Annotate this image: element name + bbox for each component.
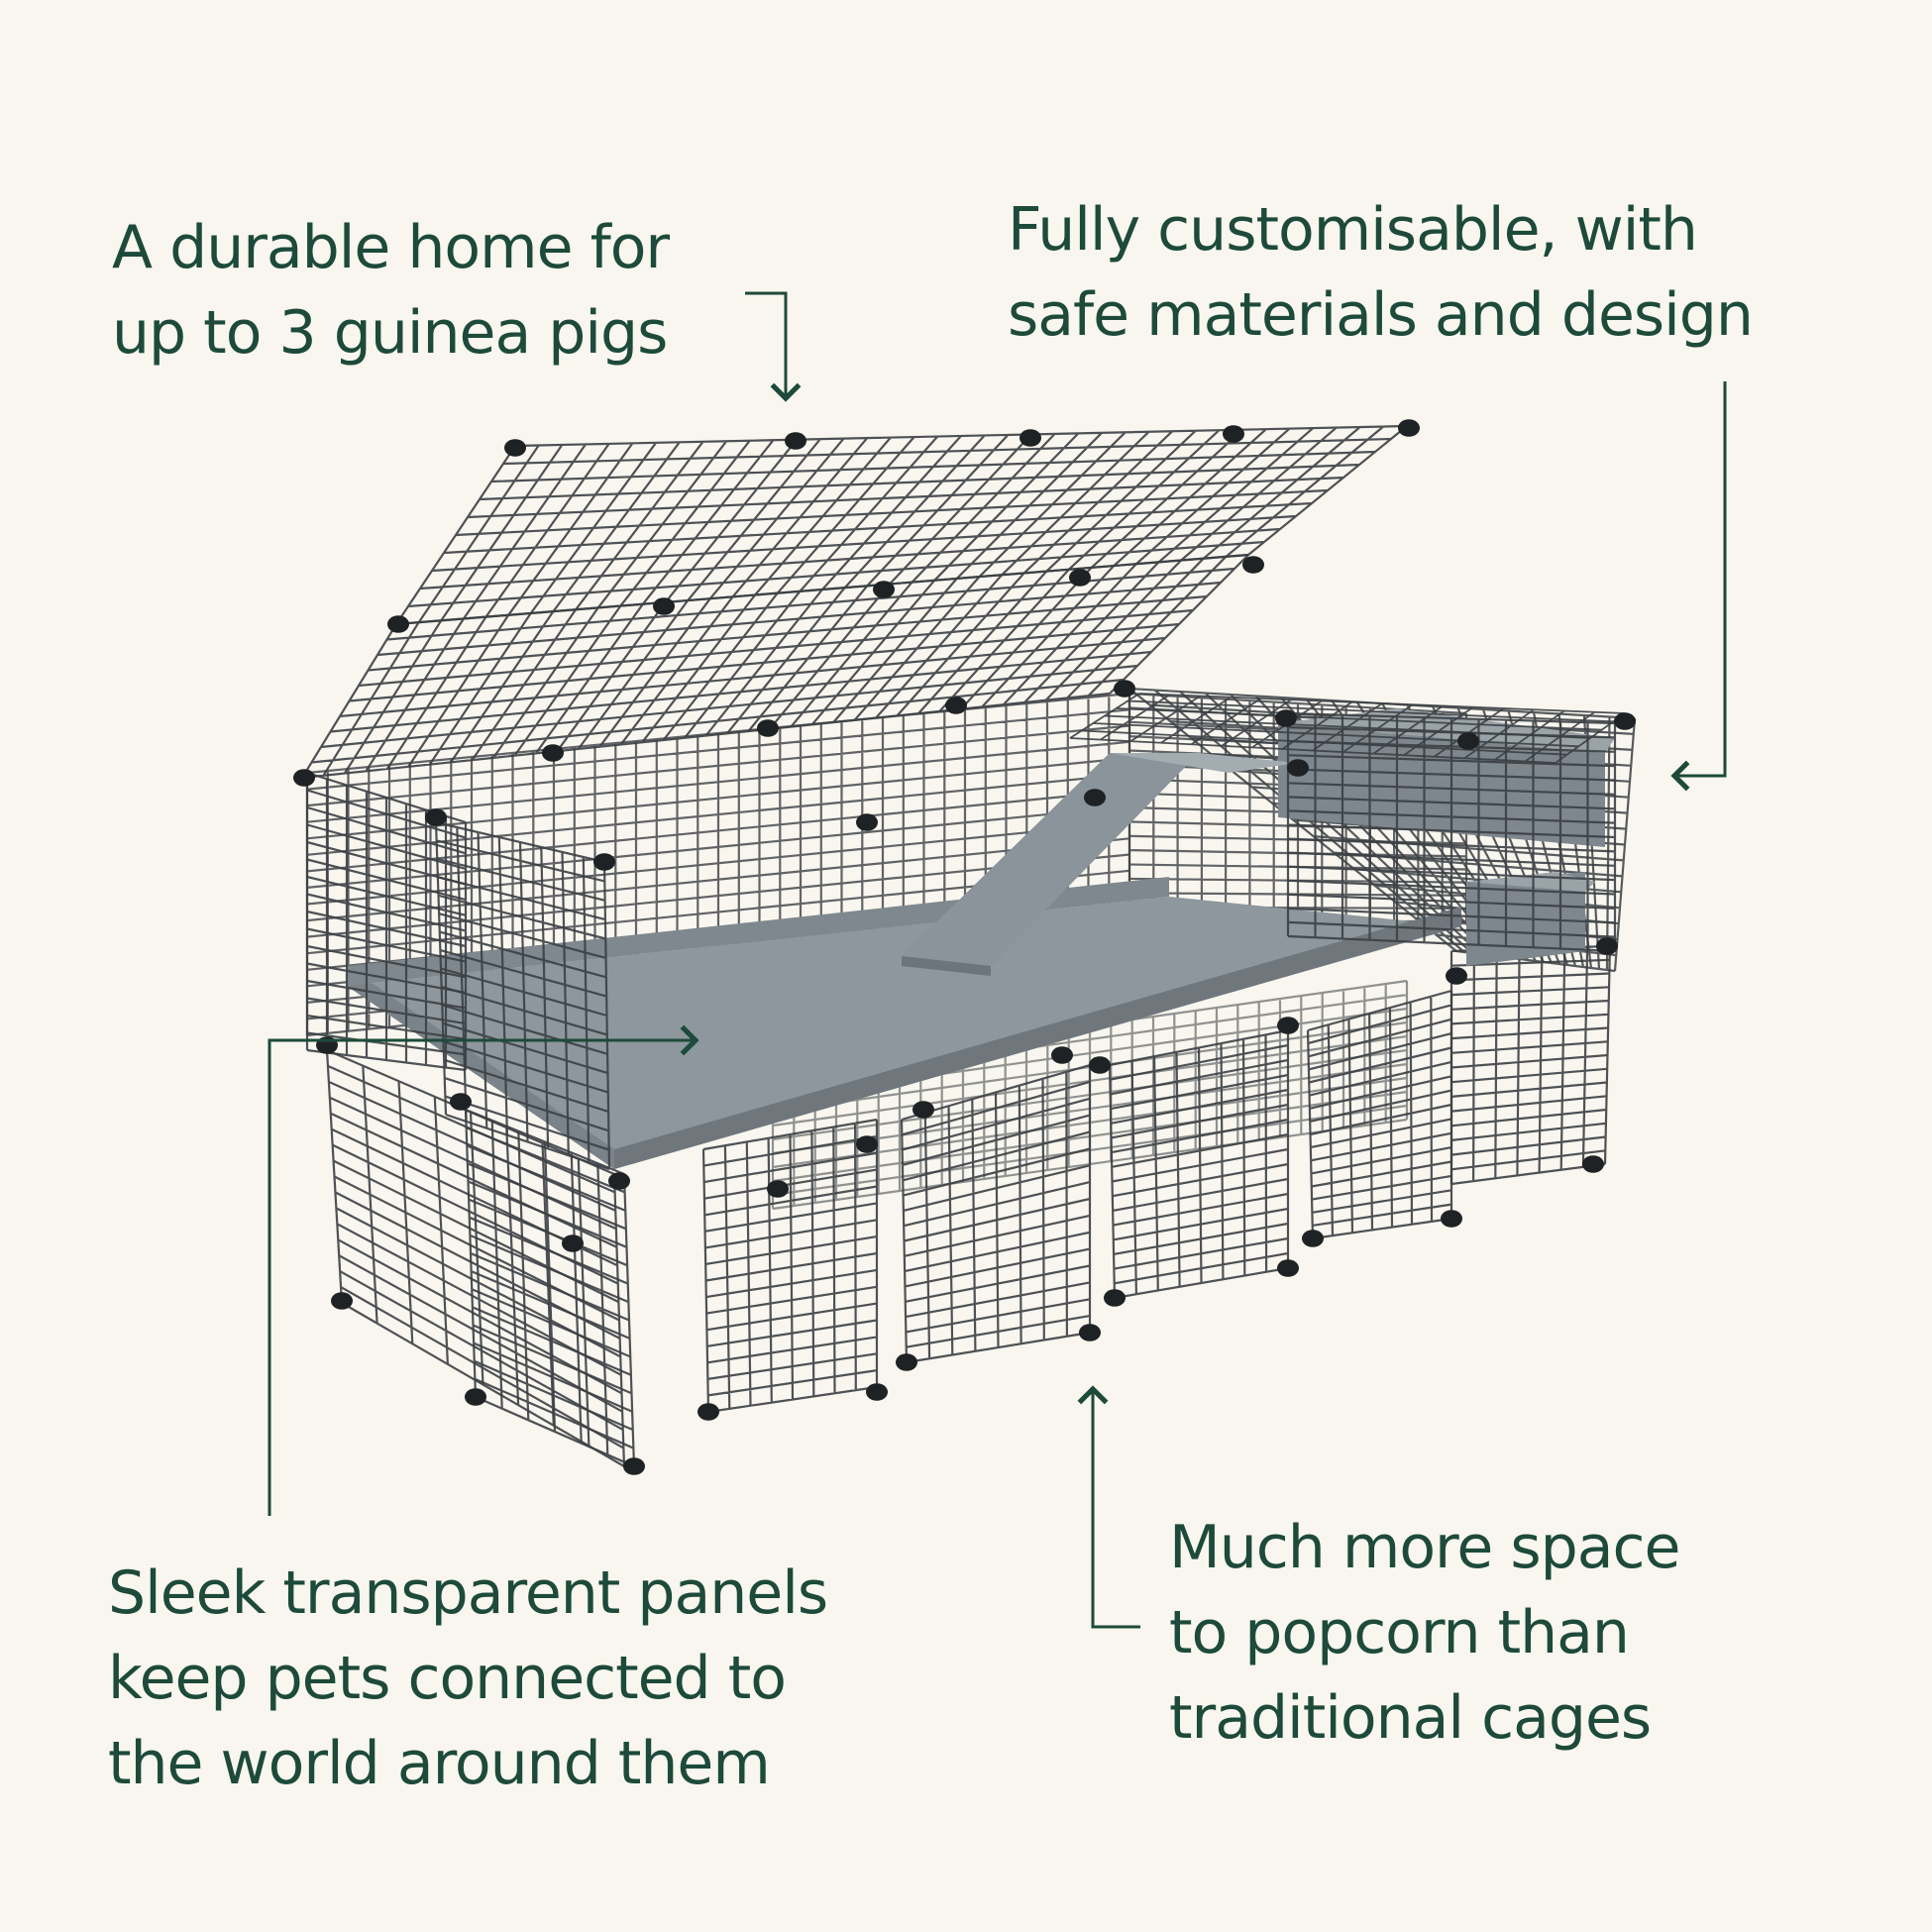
connector-clip (1223, 425, 1244, 443)
connector-clip (1277, 1259, 1299, 1277)
connector-clip (912, 1101, 934, 1119)
caption-line: to popcorn than (1169, 1598, 1630, 1667)
connector-clip (1084, 789, 1106, 806)
stand-panel-inner (464, 1108, 636, 1468)
connector-clip (450, 1093, 472, 1111)
connector-clip (1020, 429, 1041, 447)
cage-front-panels (305, 693, 1626, 1171)
caption-line: Sleek transparent panels (108, 1558, 828, 1628)
connector-clip (1614, 712, 1636, 730)
connector-clip (623, 1457, 645, 1475)
lid-panel-front (301, 553, 1249, 780)
connector-clip (856, 1135, 878, 1153)
cage-connectors (293, 419, 1636, 1475)
connector-clip (1441, 1210, 1462, 1228)
connector-clip (1104, 1289, 1126, 1307)
connector-clip (1114, 680, 1135, 698)
front-panel-left-end (305, 771, 468, 1072)
connector-clip (593, 853, 615, 871)
connector-clip (1596, 937, 1618, 955)
connector-clip (465, 1388, 486, 1406)
connector-clip (945, 697, 967, 714)
connector-clip (1287, 759, 1309, 777)
caption-line: up to 3 guinea pigs (112, 298, 668, 368)
caption-line: A durable home for (112, 213, 670, 282)
stand-panel-front-2 (900, 1063, 1092, 1364)
connector-clip (1089, 1056, 1111, 1074)
caption-line: keep pets connected to (108, 1644, 787, 1713)
stand-panel-front-1 (701, 1118, 879, 1414)
connector-clip (653, 597, 675, 615)
connector-clip (293, 769, 315, 787)
caption-line: safe materials and design (1008, 280, 1754, 350)
arrow-to-space (1077, 1385, 1140, 1629)
connector-clip (785, 432, 806, 450)
lid-panel-back (395, 424, 1408, 626)
caption-more-space: Much more space to popcorn than traditio… (1169, 1505, 1680, 1761)
connector-clip (1302, 1230, 1324, 1247)
connector-clip (504, 439, 526, 457)
connector-clip (1051, 1046, 1073, 1064)
connector-clip (1242, 556, 1264, 574)
stand-panel-right (1449, 944, 1612, 1186)
caption-line: traditional cages (1169, 1683, 1652, 1753)
stand-panel-front-4 (1306, 989, 1453, 1240)
connector-clip (866, 1383, 888, 1401)
connector-clip (896, 1353, 917, 1371)
connector-clip (1079, 1324, 1101, 1342)
arrow-to-panels (268, 1024, 699, 1516)
connector-clip (1398, 419, 1420, 437)
connector-clip (1457, 732, 1479, 750)
connector-clip (387, 615, 409, 633)
connector-clip (542, 744, 564, 762)
caption-durable-home: A durable home for up to 3 guinea pigs (112, 205, 670, 376)
caption-line: the world around them (108, 1729, 771, 1798)
connector-clip (856, 813, 878, 831)
connector-clip (1069, 569, 1091, 587)
connector-clip (1277, 1017, 1299, 1034)
connector-clip (425, 808, 447, 826)
cage-lid (301, 424, 1408, 780)
caption-line: Fully customisable, with (1008, 195, 1698, 265)
connector-clip (757, 719, 779, 737)
caption-line: Much more space (1169, 1513, 1680, 1582)
connector-clip (873, 581, 895, 598)
caption-customisable: Fully customisable, with safe materials … (1008, 187, 1754, 358)
connector-clip (1446, 967, 1467, 985)
connector-clip (608, 1172, 630, 1190)
connector-clip (698, 1403, 719, 1421)
connector-clip (562, 1234, 584, 1252)
connector-clip (1275, 709, 1297, 727)
connector-clip (1582, 1155, 1604, 1173)
cage-ramp (902, 753, 1298, 976)
front-panel-left-side (434, 820, 611, 1171)
arrow-to-loft (1670, 381, 1727, 792)
arrow-to-lid (745, 291, 802, 402)
connector-clip (331, 1292, 353, 1310)
loft-front-panel (1286, 711, 1617, 953)
connector-clip (767, 1180, 789, 1198)
caption-transparent-panels: Sleek transparent panels keep pets conne… (108, 1551, 828, 1806)
cage-stand (325, 944, 1612, 1468)
